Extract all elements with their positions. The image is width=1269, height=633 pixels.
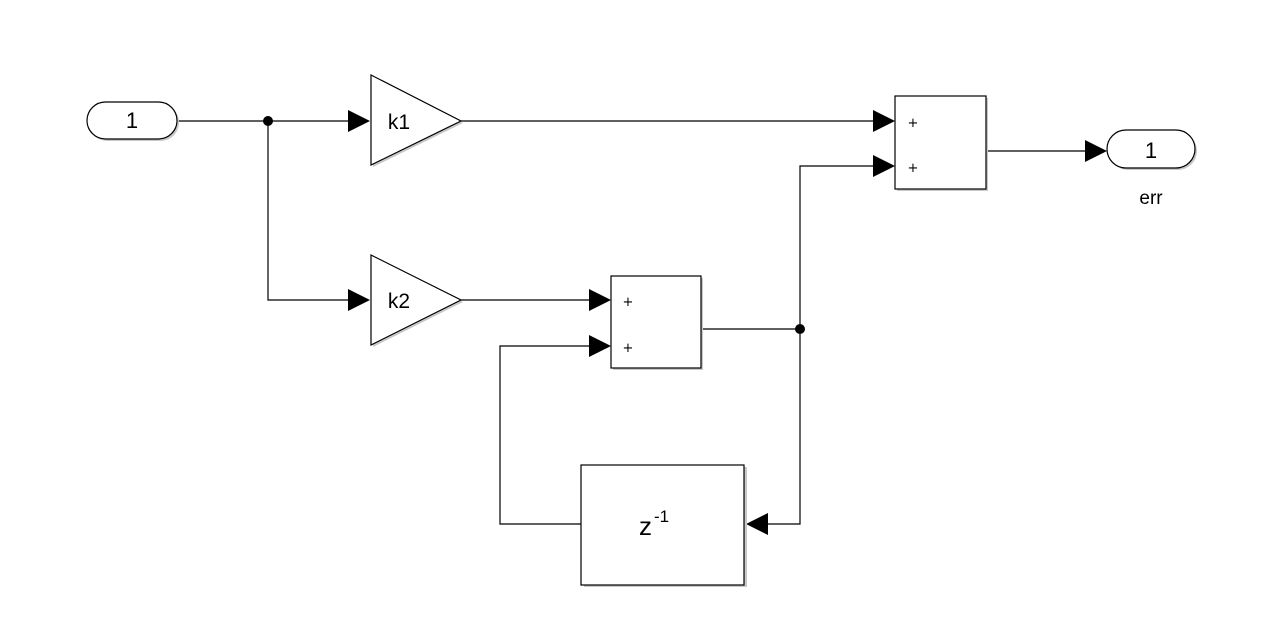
inport-number: 1 bbox=[126, 108, 138, 133]
outport-name: err bbox=[1139, 188, 1163, 209]
arrow-outport-input bbox=[1085, 140, 1107, 162]
sum-main-sign-1: + bbox=[908, 116, 919, 131]
wire-branch2-to-delay[interactable] bbox=[768, 329, 801, 525]
gain-block-k1[interactable]: k1 bbox=[370, 74, 463, 167]
outport-number: 1 bbox=[1145, 138, 1157, 163]
branch-point-feedback bbox=[795, 324, 805, 334]
wire-branch-to-k2[interactable] bbox=[267, 121, 350, 301]
arrow-k1-input bbox=[348, 110, 370, 132]
sum-main-sign-2: + bbox=[908, 161, 919, 176]
outport-block[interactable]: 1 bbox=[1106, 129, 1197, 170]
sum-block-main[interactable]: + + bbox=[894, 95, 988, 191]
arrow-sum-main-input-2 bbox=[873, 155, 895, 177]
arrow-k2-input bbox=[348, 289, 370, 311]
gain-k1-label: k1 bbox=[388, 111, 410, 134]
inport-block[interactable]: 1 bbox=[86, 101, 179, 141]
sum-feedback-sign-2: + bbox=[623, 341, 634, 356]
branch-point-input bbox=[263, 116, 273, 126]
delay-base: z bbox=[639, 511, 652, 541]
sum-feedback-sign-1: + bbox=[623, 295, 634, 310]
gain-k2-label: k2 bbox=[388, 290, 410, 313]
arrow-sum-feedback-input-1 bbox=[589, 289, 611, 311]
arrow-sum-main-input-1 bbox=[873, 110, 895, 132]
gain-block-k2[interactable]: k2 bbox=[370, 254, 463, 347]
signal-lines bbox=[177, 120, 1085, 525]
arrow-delay-input bbox=[746, 513, 768, 535]
arrow-sum-feedback-input-2 bbox=[589, 335, 611, 357]
sum-block-feedback[interactable]: + + bbox=[610, 275, 703, 370]
wire-branch2-to-sum-main[interactable] bbox=[799, 165, 873, 329]
delay-exponent: -1 bbox=[654, 507, 669, 526]
wire-delay-to-sum-feedback[interactable] bbox=[499, 345, 589, 525]
unit-delay-block[interactable]: z -1 bbox=[580, 464, 747, 587]
arrowheads bbox=[348, 110, 1107, 535]
